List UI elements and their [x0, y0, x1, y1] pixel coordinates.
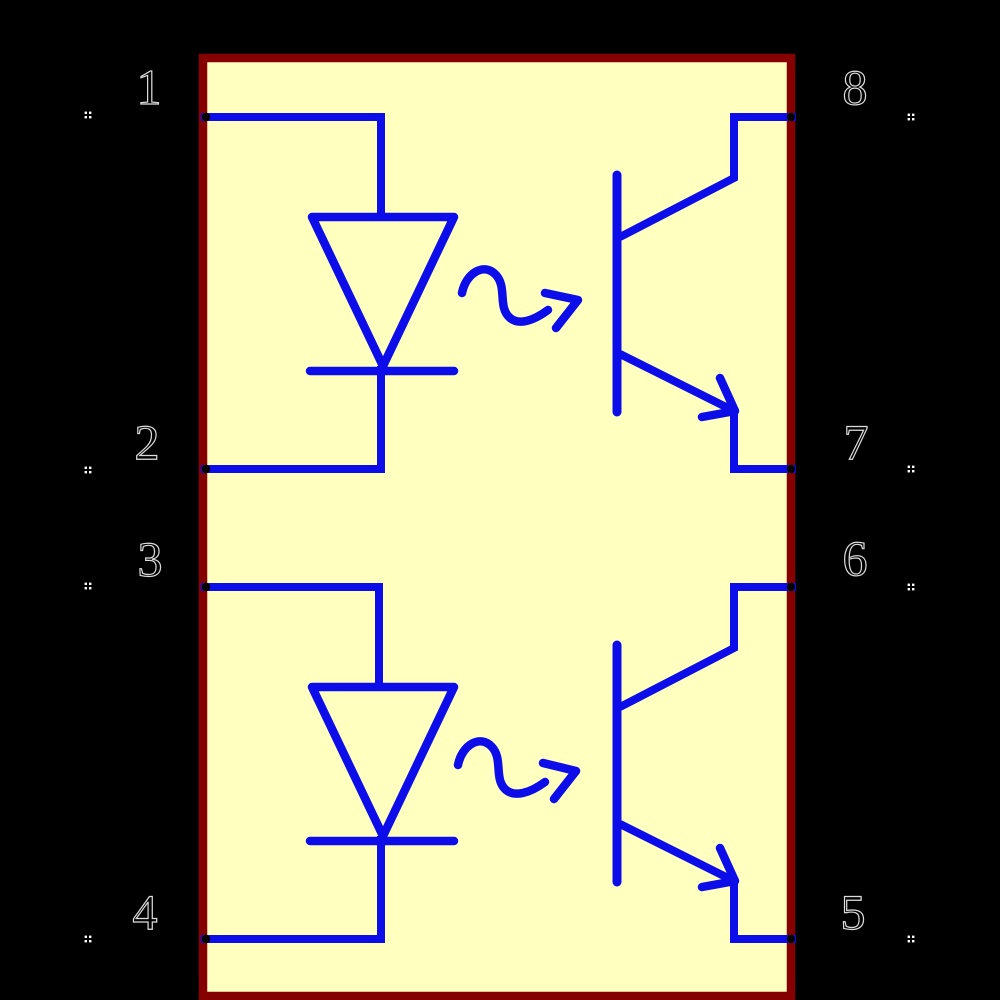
pin-connection-dot: [201, 112, 211, 122]
led-diode-triangle: [307, 212, 459, 371]
grid-marker-icon: [907, 465, 915, 473]
pin-connection-dot: [201, 582, 211, 592]
grid-marker-icon: [84, 935, 92, 943]
phototransistor-collector-wire: [618, 113, 796, 241]
phototransistor-emitter-arrowhead-icon: [697, 373, 740, 422]
optocoupler-channel-1[interactable]: [201, 113, 796, 473]
phototransistor-emitter-wire: [618, 350, 796, 473]
pin-number-2: 2: [135, 414, 160, 470]
led-diode-triangle: [307, 682, 459, 841]
optocoupler-channel-2[interactable]: [201, 583, 796, 943]
pin-number-5: 5: [841, 884, 866, 940]
pin-connection-dots: [201, 112, 796, 944]
grid-marker-icon: [84, 466, 92, 474]
led-cathode-wire: [201, 836, 385, 943]
pin-numbers: 1 2 3 4 8 7 6 5: [132, 58, 869, 940]
light-emission-squiggle: [457, 265, 553, 326]
component-body[interactable]: [198, 53, 796, 1000]
pin-number-6: 6: [843, 530, 868, 586]
grid-marker-icon: [907, 113, 915, 121]
phototransistor-emitter-arrowhead-icon: [697, 843, 740, 892]
pin-number-8: 8: [843, 59, 868, 115]
led-cathode-wire: [201, 366, 385, 473]
grid-marker-icon: [907, 935, 915, 943]
pin-connection-dot: [201, 464, 211, 474]
light-emission-arrowhead-icon: [538, 758, 581, 804]
led-anode-wire: [201, 113, 385, 221]
pin-connection-dot: [786, 464, 796, 474]
grid-marker-icon: [84, 111, 92, 119]
pin-number-1: 1: [137, 59, 162, 115]
pin-connection-dot: [201, 934, 211, 944]
led-anode-wire: [201, 583, 383, 691]
phototransistor-emitter-wire: [618, 820, 796, 943]
pin-connection-dot: [786, 112, 796, 122]
grid-marker-icon: [84, 582, 92, 590]
pin-connection-dot: [786, 582, 796, 592]
pin-number-4: 4: [133, 884, 158, 940]
light-emission-squiggle: [453, 737, 550, 798]
grid-markers: [84, 111, 915, 943]
grid-marker-icon: [907, 583, 915, 591]
phototransistor-collector-wire: [618, 583, 796, 711]
pin-number-7: 7: [844, 414, 869, 470]
pin-number-3: 3: [138, 531, 163, 587]
pin-connection-dot: [786, 934, 796, 944]
light-emission-arrowhead-icon: [540, 288, 583, 333]
